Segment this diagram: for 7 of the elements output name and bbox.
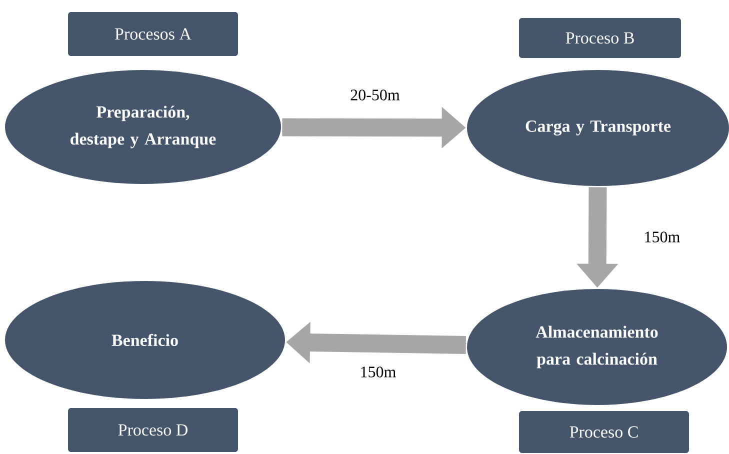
edge-label: 20-50m (350, 90, 400, 100)
label-box: Proceso C (519, 410, 689, 453)
label-box: Procesos A (68, 12, 238, 56)
edge-label: 150m (645, 232, 680, 242)
edge-label: 150m (361, 366, 396, 378)
label-box: Proceso D (68, 408, 238, 452)
label-box: Proceso B (519, 18, 681, 58)
